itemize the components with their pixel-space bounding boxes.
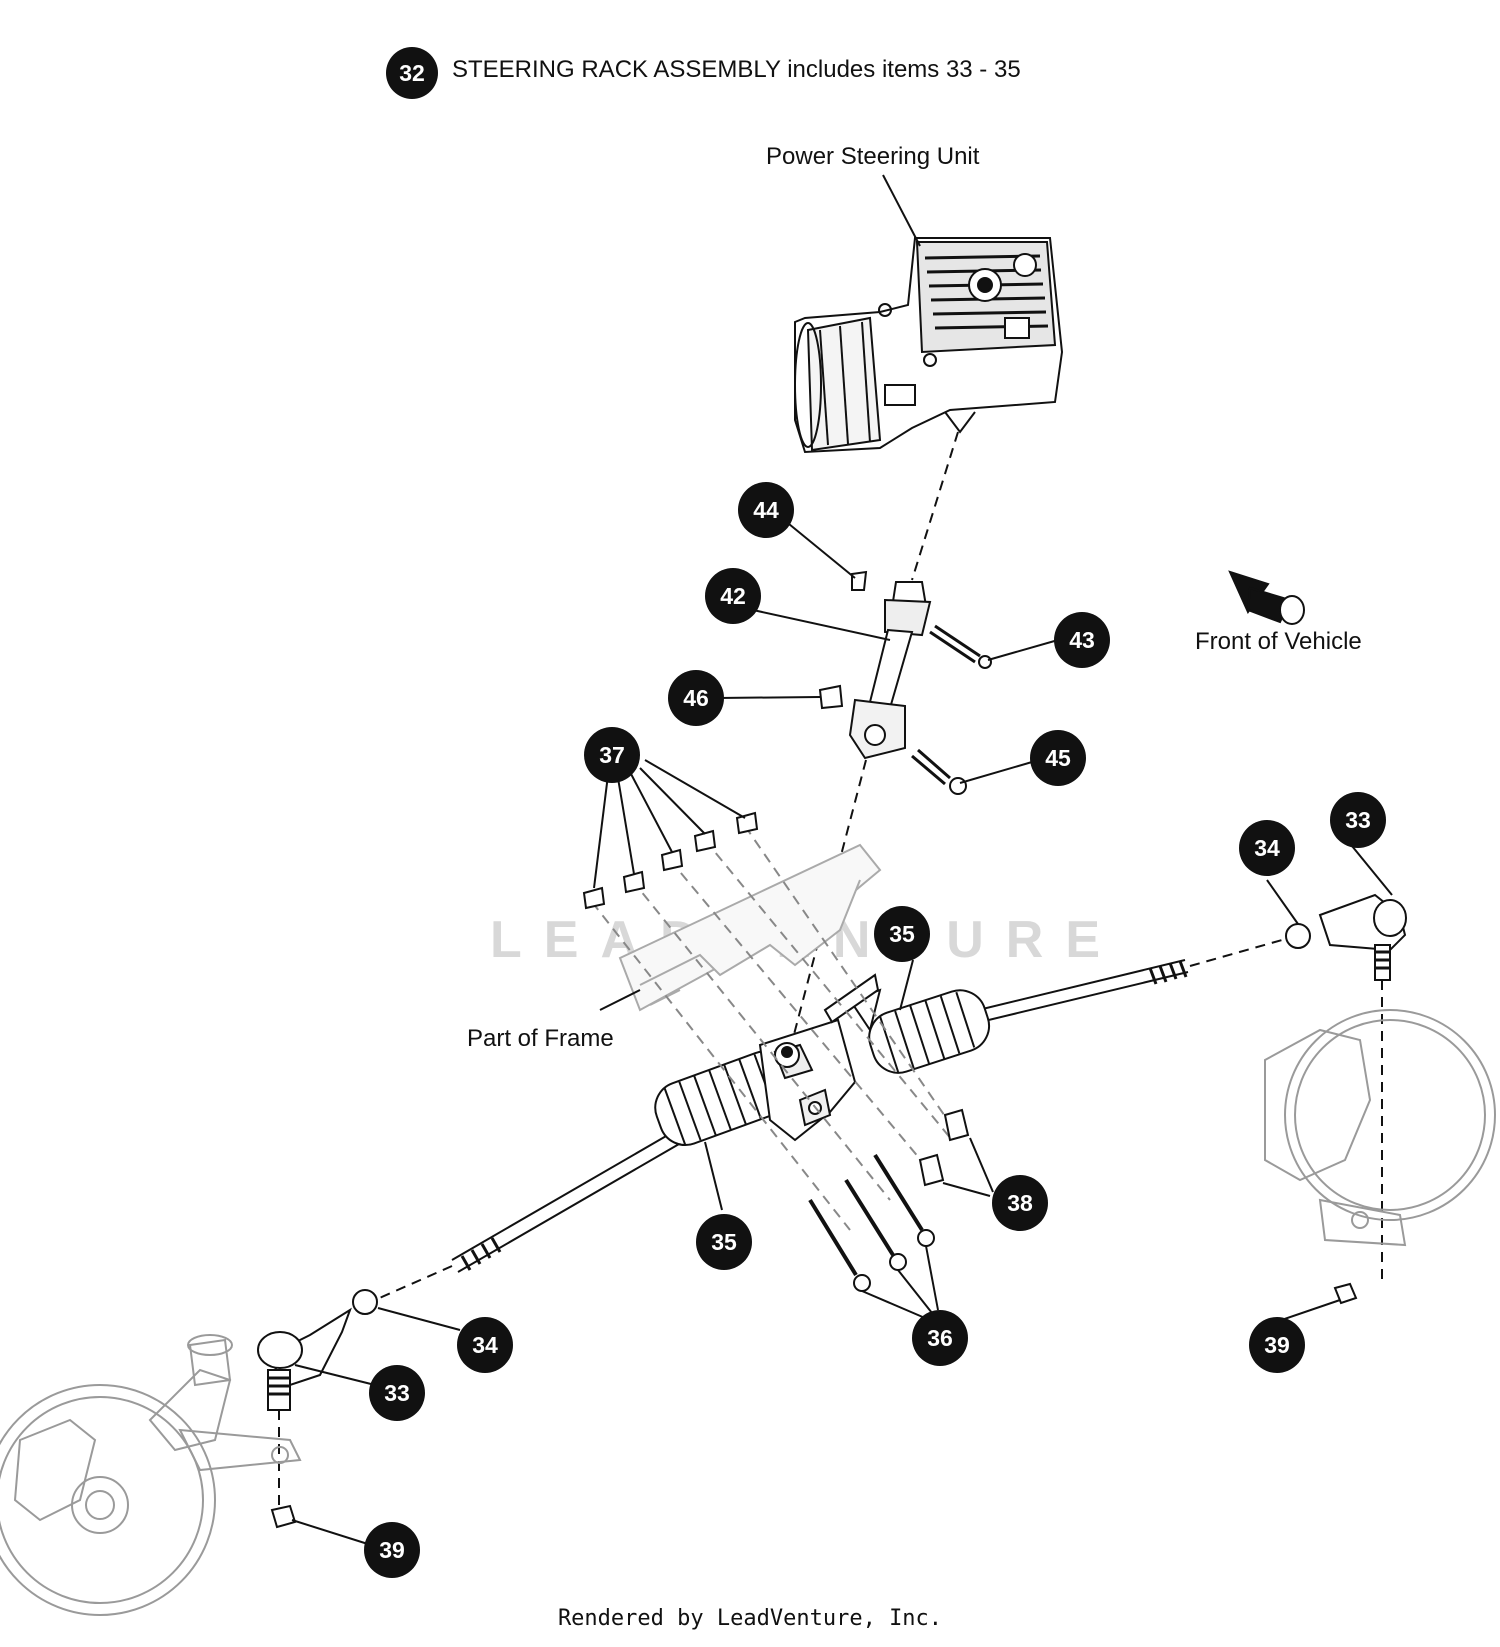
- svg-text:34: 34: [472, 1332, 498, 1358]
- svg-text:35: 35: [711, 1229, 737, 1255]
- svg-text:36: 36: [927, 1325, 953, 1351]
- callout-badges: 32 44 42 43 46 45: [364, 47, 1386, 1578]
- svg-text:32: 32: [399, 60, 425, 86]
- left-knuckle-ghost: [0, 1334, 302, 1616]
- callout-34-left: 34: [457, 1317, 513, 1373]
- power-steering-unit-drawing: [794, 237, 1064, 454]
- frame-drawing: [618, 843, 882, 1012]
- svg-text:39: 39: [379, 1537, 405, 1563]
- callout-33-left: 33: [369, 1365, 425, 1421]
- callout-35-upper: 35: [874, 906, 930, 962]
- right-tie-rod-end: [1285, 893, 1407, 1280]
- assembly-title: STEERING RACK ASSEMBLY includes items 33…: [452, 56, 1021, 83]
- footer-credit: Rendered by LeadVenture, Inc.: [557, 1606, 943, 1631]
- right-nut-item-39: [1333, 1282, 1358, 1305]
- callout-35-lower: 35: [696, 1214, 752, 1270]
- callout-32: 32: [386, 47, 438, 99]
- callout-43: 43: [1054, 612, 1110, 668]
- svg-text:45: 45: [1045, 745, 1071, 771]
- bolts-item-38: [918, 1108, 970, 1187]
- clips-item-37: [582, 811, 759, 910]
- callout-37: 37: [584, 727, 640, 783]
- leader-power-steering: [882, 174, 921, 247]
- svg-text:37: 37: [599, 742, 625, 768]
- svg-text:46: 46: [683, 685, 709, 711]
- svg-text:35: 35: [889, 921, 915, 947]
- steering-rack-drawing: [374, 939, 1283, 1301]
- callout-45: 45: [1030, 730, 1086, 786]
- label-front-of-vehicle: Front of Vehicle: [1195, 628, 1362, 655]
- callout-42: 42: [705, 568, 761, 624]
- svg-text:34: 34: [1254, 835, 1280, 861]
- mounting-guide-lines: [591, 825, 961, 1231]
- right-knuckle-ghost: [1264, 1009, 1496, 1247]
- callout-44: 44: [738, 482, 794, 538]
- leader-part-of-frame: [599, 989, 641, 1011]
- left-nut-item-39: [270, 1504, 297, 1529]
- bolts-item-36: [808, 1153, 935, 1292]
- svg-text:44: 44: [753, 497, 779, 523]
- callout-36: 36: [912, 1310, 968, 1366]
- svg-text:39: 39: [1264, 1332, 1290, 1358]
- left-tie-rod-end: [257, 1289, 378, 1510]
- callout-38: 38: [992, 1175, 1048, 1231]
- steering-shaft-drawing: [791, 431, 992, 1043]
- svg-text:42: 42: [720, 583, 746, 609]
- svg-text:33: 33: [1345, 807, 1371, 833]
- callout-46: 46: [668, 670, 724, 726]
- callout-39-right: 39: [1249, 1317, 1305, 1373]
- svg-text:38: 38: [1007, 1190, 1033, 1216]
- callout-34-right: 34: [1239, 820, 1295, 876]
- callout-leader-lines: [291, 523, 1393, 1546]
- callout-33-right: 33: [1330, 792, 1386, 848]
- label-part-of-frame: Part of Frame: [467, 1025, 614, 1052]
- callout-39-left: 39: [364, 1522, 420, 1578]
- front-of-vehicle-arrow-icon: [1228, 570, 1305, 625]
- svg-text:33: 33: [384, 1380, 410, 1406]
- svg-text:43: 43: [1069, 627, 1095, 653]
- label-power-steering-unit: Power Steering Unit: [766, 143, 980, 170]
